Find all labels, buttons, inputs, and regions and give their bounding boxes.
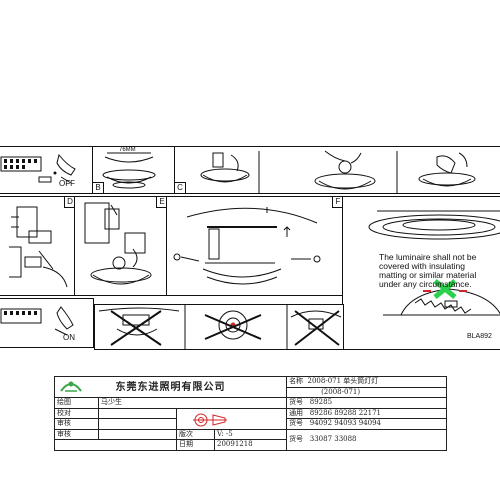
blank-cell [54,439,177,451]
name-cell-2: (2008-071) [286,386,448,398]
row-check-value [98,407,177,419]
warning-line-1: The luminaire shall not be [379,252,477,262]
warning-panel: The luminaire shall not be covered with … [342,196,500,350]
code-label-4: 货号 [289,435,304,443]
panel-c-illustration [175,147,500,193]
off-label: OFF [59,179,75,188]
warning-line-2: covered with insulating [379,261,465,271]
name-value-2: (2008-071) [321,387,361,396]
code-value-1: 89285 [309,398,333,407]
wiring-left-illustration [0,197,75,295]
label-c: C [175,182,186,193]
company-cell: 东莞东进照明有限公司 [53,376,288,398]
code-label-2: 通用 [289,408,304,417]
name-label: 名称 [289,377,304,386]
warning-text: The luminaire shall not be covered with … [379,253,500,289]
row-code-1: 货号 89285 [286,397,448,409]
row-check-label: 校对 [54,407,99,419]
label-b: B [93,182,104,193]
date-value: 20091218 [213,439,288,451]
row-draw-value: 马少生 [97,397,288,409]
name-cell: 名称 2008-071 单头筒灯灯 [286,376,448,388]
row-code-3: 货号 94092 94093 94094 [286,418,448,430]
panel-wiring-left: D [0,196,76,296]
date-label: 日期 [176,439,215,451]
model-code: BLA892 [467,333,492,340]
row-approve-label: 审核 [54,428,99,440]
panel-e: E [74,196,168,296]
row-review-label: 审核 [54,418,99,430]
label-e: E [156,197,167,208]
row-code-2: 通用 89286 89288 22171 [286,407,448,419]
panel-on-illustration [0,299,93,347]
label-f: F [332,197,343,208]
warning-illustration [343,197,500,349]
panel-b: 76MM B [92,146,176,194]
row-draw-label: 绘图 [54,397,99,409]
version-value: V: -5 [213,428,288,440]
name-value: 2008-071 单头筒灯灯 [307,377,379,386]
panel-dont-install [94,304,344,350]
company-name: 东莞东进照明有限公司 [115,381,226,393]
code-value-2: 89286 89288 22171 [309,408,382,417]
code-label-3: 货号 [289,419,304,428]
panel-a: OFF [0,146,94,194]
panel-b-illustration [93,147,175,193]
panel-e-illustration [75,197,167,295]
row-approve-value [98,428,177,440]
b-dimension-label: 76MM [119,147,136,153]
panel-f-illustration [167,197,343,295]
panel-c: C [174,146,500,194]
code-label-1: 货号 [289,398,304,407]
panel-f: F [166,196,344,296]
on-label: ON [63,333,75,342]
row-code-4: 货号 33087 33088 [286,428,448,451]
projection-symbol-cell [175,407,288,430]
dont-install-illustration [95,305,343,349]
warning-line-4: under any circumstance. [379,279,472,289]
projection-symbol [191,412,231,428]
panel-a-illustration [0,147,93,193]
row-review-value [98,418,177,430]
title-block: 东莞东进照明有限公司 名称 2008-071 单头筒灯灯 (2008-071) … [53,376,448,451]
code-value-3: 94092 94093 94094 [309,419,382,428]
company-logo [59,381,83,393]
label-d: D [64,197,75,208]
panel-on: ON [0,298,94,348]
warning-line-3: matting or similar material [379,270,477,280]
version-label: 版次 [176,428,215,440]
code-value-4: 33087 33088 [309,435,357,443]
